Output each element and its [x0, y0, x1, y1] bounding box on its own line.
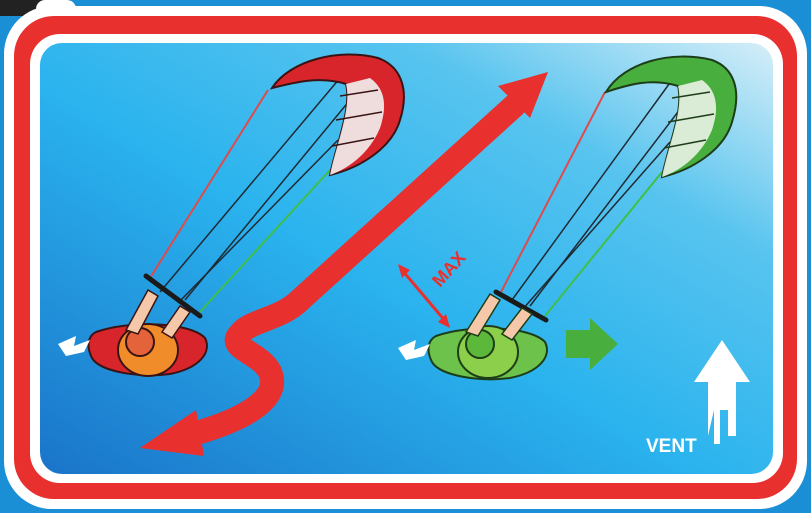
wind-label: VENT	[646, 436, 697, 457]
green-rider-head	[466, 330, 494, 358]
red-rider-head	[126, 328, 154, 356]
sky-background	[40, 43, 773, 474]
